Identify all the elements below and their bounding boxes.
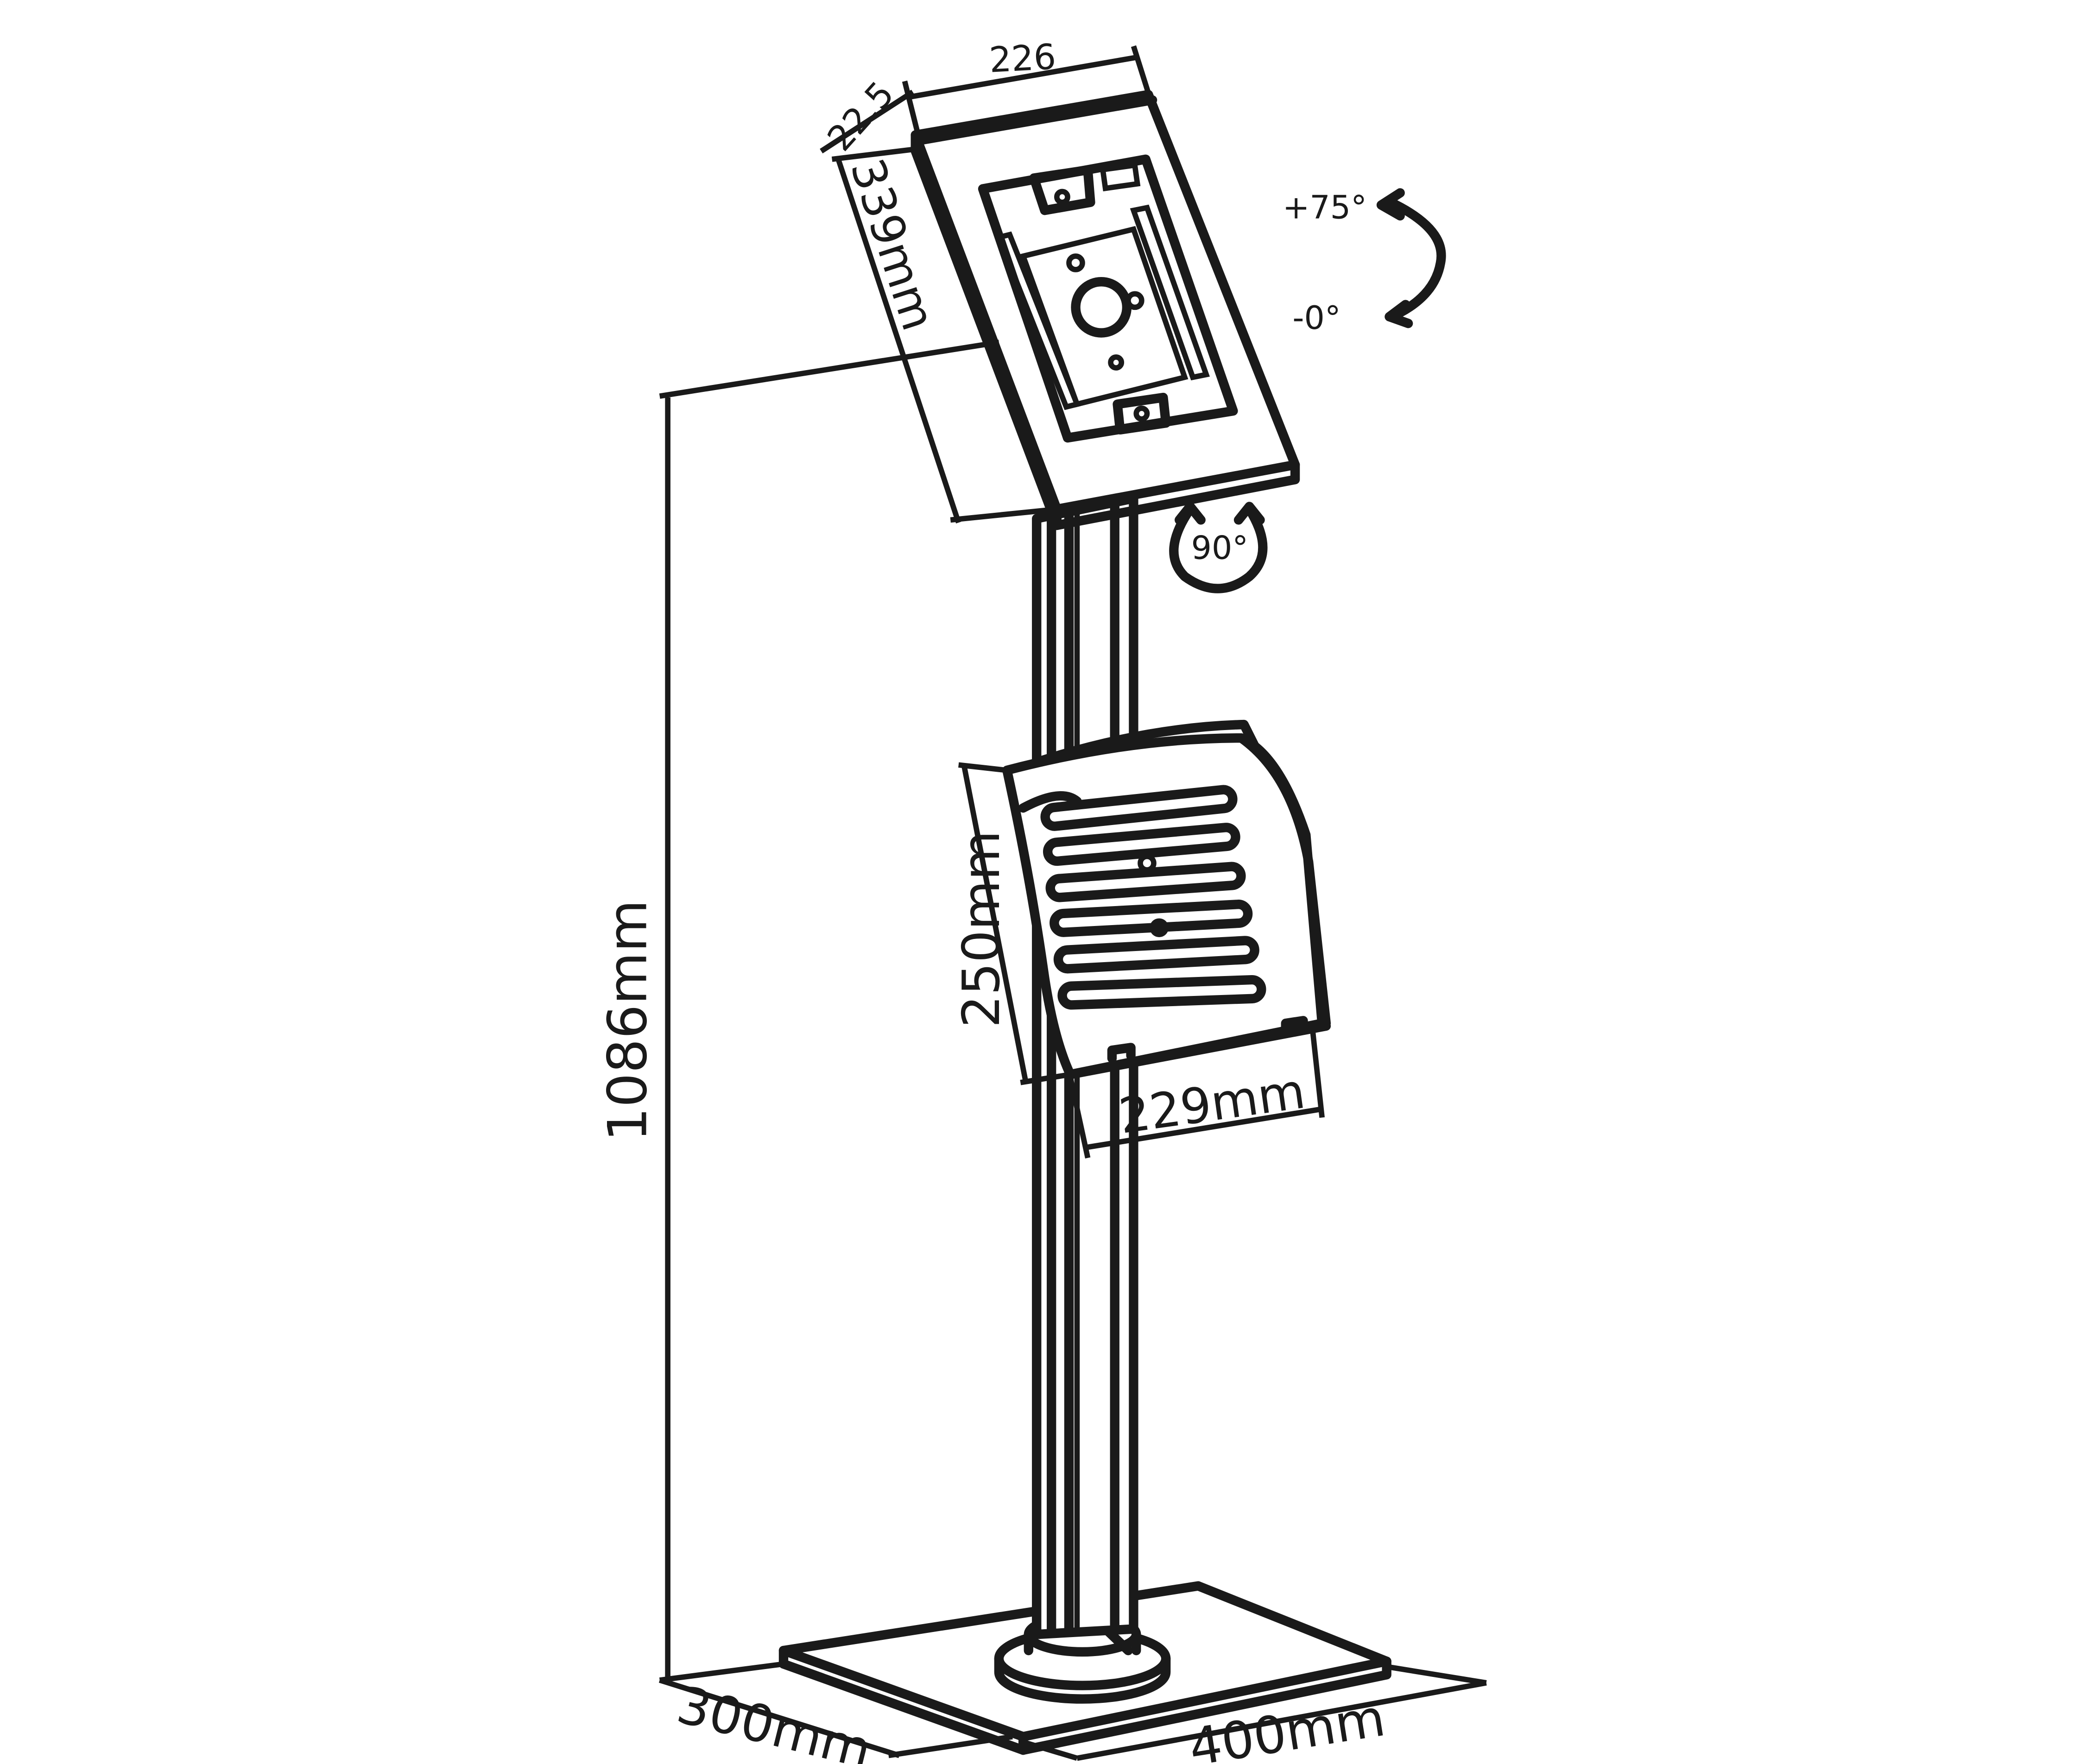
tablet-holder: [910, 90, 1300, 530]
swivel-label: 90°: [1191, 529, 1249, 567]
tilt-max-label: +75°: [1283, 189, 1367, 227]
dim-width-lines: [902, 45, 1152, 136]
width-label: 226: [988, 36, 1057, 80]
shelf-width-label: 229mm: [1116, 1063, 1309, 1145]
dim-base-depth-lines: [658, 1677, 1013, 1758]
rotation-arrows-icon: [1169, 502, 1268, 593]
dim-shelf-width-lines: [1068, 1029, 1325, 1159]
dim-holder-height-lines: [835, 156, 1057, 524]
tilt-min-label: -0°: [1292, 299, 1340, 337]
total-height-label: 1086mm: [597, 900, 659, 1141]
dim-base-width-lines: [1022, 1664, 1487, 1761]
dim-total-height-lines: [659, 340, 999, 1683]
dim-shelf-height-lines: [958, 762, 1071, 1085]
dim-depth-lines: [820, 89, 922, 162]
shelf-height-label: 250mm: [952, 831, 1012, 1028]
shelf-slots: [1040, 785, 1266, 1010]
brochure-shelf: [1002, 719, 1331, 1079]
curved-double-arrow-icon: [1376, 188, 1446, 328]
base-collar: [994, 1612, 1171, 1704]
